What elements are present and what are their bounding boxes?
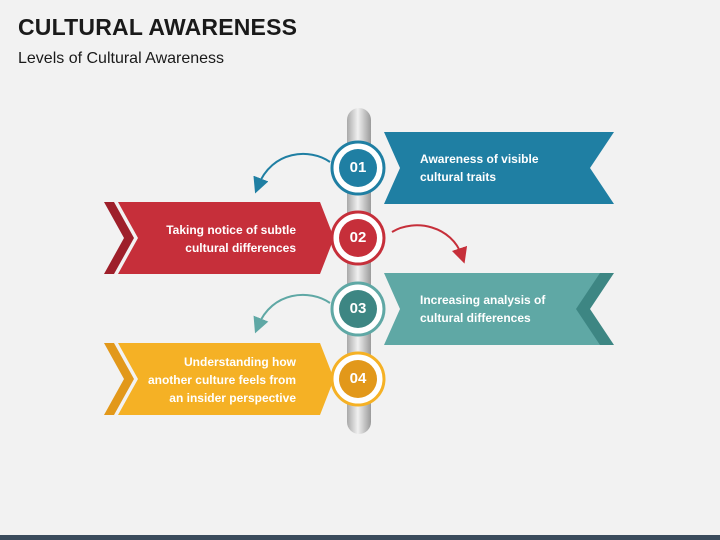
curved-arrow-3-icon (253, 293, 331, 334)
step-3-label-line-1: Increasing analysis of (420, 293, 546, 307)
step-1-ribbon-tail (576, 132, 614, 204)
step-1-label: Awareness of visible cultural traits (420, 150, 580, 186)
step-2-ribbon-tail (104, 202, 134, 274)
step-4-ribbon-tail (104, 343, 134, 415)
step-1-label-line-1: Awareness of visible (420, 152, 539, 166)
step-2-label-line-1: Taking notice of subtle (166, 223, 296, 237)
step-4-ribbon (118, 343, 334, 415)
page-subtitle: Levels of Cultural Awareness (18, 50, 225, 67)
step-4-label-line-3: an insider perspective (169, 391, 296, 405)
curved-arrow-1-icon (253, 152, 331, 194)
step-2-label-line-2: cultural differences (185, 241, 296, 255)
step-3-ribbon (384, 273, 604, 345)
curved-arrow-2-icon (391, 224, 468, 264)
step-4-label-line-2: another culture feels from (147, 373, 296, 387)
step-1-label-line-2: cultural traits (420, 170, 497, 184)
step-4-circle (330, 351, 386, 407)
step-2-label: Taking notice of subtle cultural differe… (140, 221, 296, 257)
step-2-circle (330, 210, 386, 266)
step-3-label-line-2: cultural differences (420, 311, 531, 325)
step-4-number: 04 (349, 370, 367, 387)
step-1-ribbon (384, 132, 604, 204)
step-4-label: Understanding how another culture feels … (136, 353, 296, 407)
step-3-number: 03 (349, 300, 367, 317)
bottom-accent-bar (0, 535, 720, 540)
step-3-ribbon-tail (576, 273, 614, 345)
page-title: CULTURAL AWARENESS (18, 14, 298, 40)
step-3-circle (330, 281, 386, 337)
step-1-number: 01 (349, 159, 367, 176)
step-1-circle (330, 140, 386, 196)
step-2-number: 02 (349, 229, 367, 246)
step-3-label: Increasing analysis of cultural differen… (420, 291, 580, 327)
step-4-label-line-1: Understanding how (184, 355, 296, 369)
step-2-ribbon (118, 202, 334, 274)
